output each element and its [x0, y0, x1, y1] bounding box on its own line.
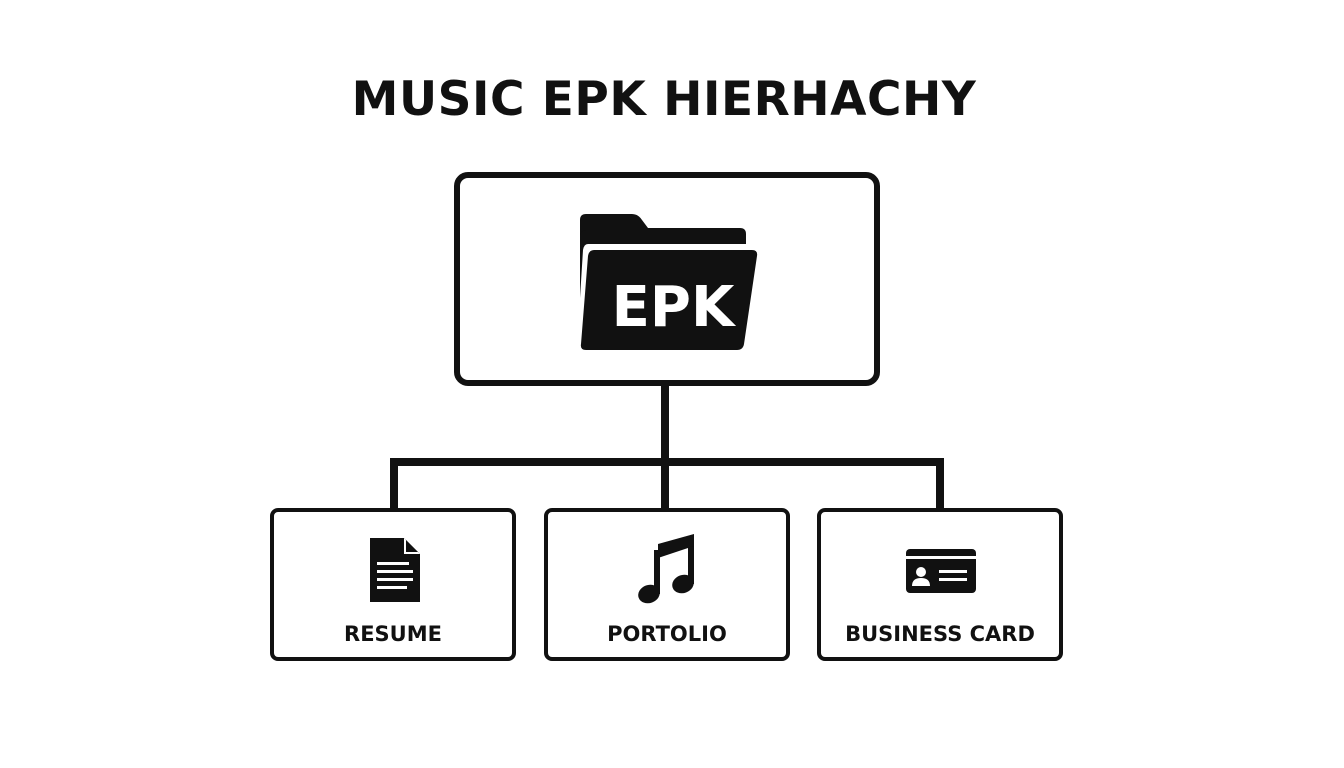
root-node-epk[interactable]: EPK — [454, 172, 880, 386]
connector-drop-portfolio — [661, 458, 669, 510]
child-node-resume[interactable]: RESUME — [270, 508, 516, 661]
connector-root-stem — [661, 384, 669, 464]
child-node-label: BUSINESS CARD — [845, 622, 1035, 646]
diagram-title: MUSIC EPK HIERHACHY — [351, 72, 977, 127]
document-icon — [368, 536, 422, 604]
id-card-icon — [905, 548, 977, 594]
folder-icon: EPK — [574, 210, 764, 356]
root-node-label: EPK — [611, 275, 735, 340]
music-note-icon — [636, 534, 700, 606]
child-node-label: PORTOLIO — [607, 622, 727, 646]
child-node-business-card[interactable]: BUSINESS CARD — [817, 508, 1063, 661]
child-node-label: RESUME — [344, 622, 442, 646]
connector-drop-business-card — [936, 458, 944, 510]
connector-drop-resume — [390, 458, 398, 510]
child-node-portfolio[interactable]: PORTOLIO — [544, 508, 790, 661]
